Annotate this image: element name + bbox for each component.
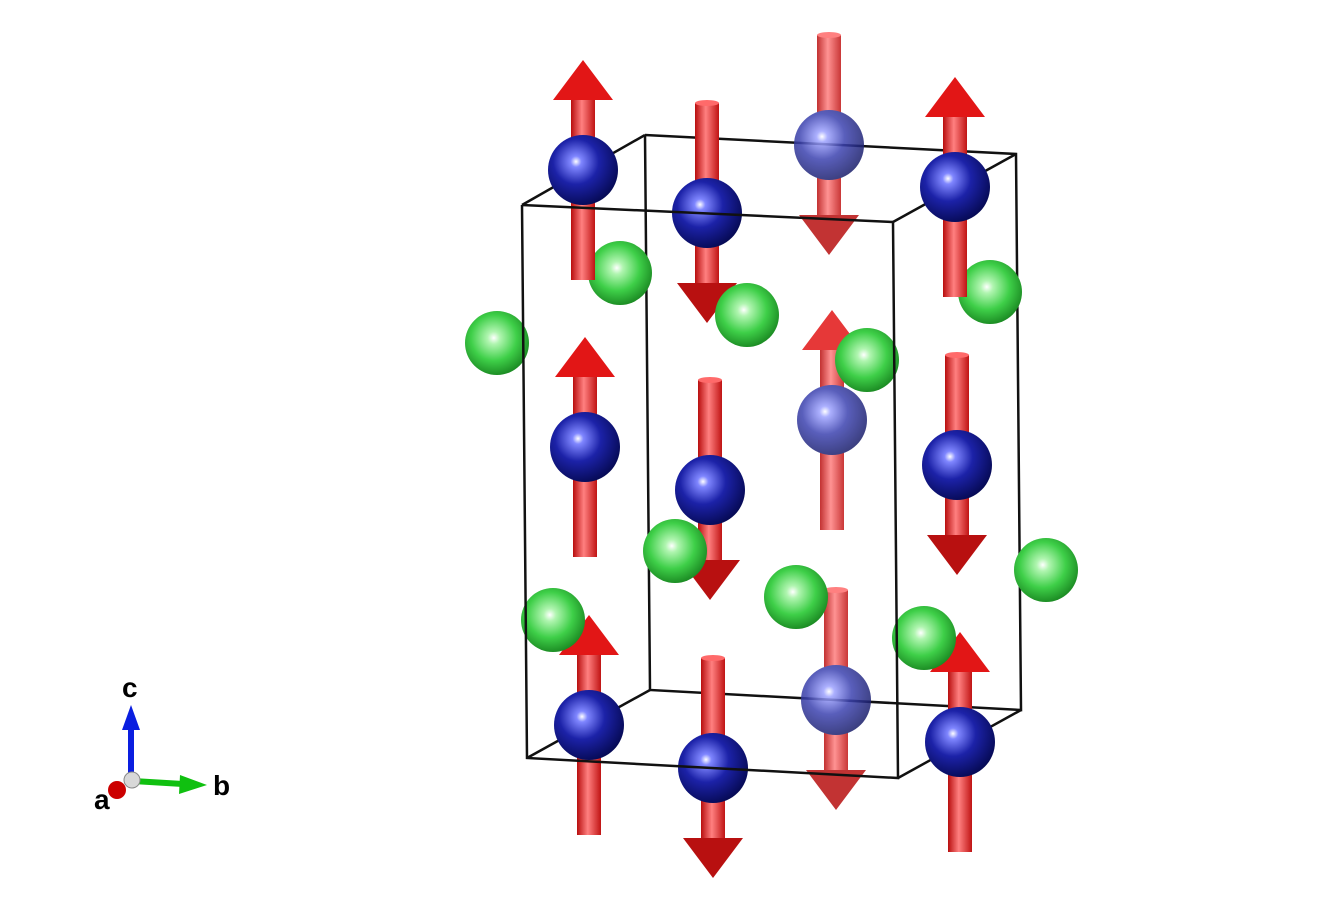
spin-up-arrow-icon (559, 615, 619, 655)
spin-up-arrow-icon (555, 337, 615, 377)
spin-up-arrow-icon (925, 77, 985, 117)
anion-atom[interactable] (715, 283, 779, 347)
c-axis-arrow-icon (122, 705, 140, 730)
spin-arrow-cap (698, 377, 722, 383)
magnetic-atom (548, 135, 618, 205)
spin-down-arrow-icon (927, 535, 987, 575)
anion-atom[interactable] (958, 260, 1022, 324)
magnetic-atom-with-spin[interactable] (801, 587, 871, 810)
b-axis-shaft (132, 778, 184, 787)
spin-arrow-cap (824, 587, 848, 593)
magnetic-atom (797, 385, 867, 455)
spin-down-arrow-icon (683, 838, 743, 878)
a-axis-label: a (94, 784, 110, 815)
magnetic-atom (925, 707, 995, 777)
spin-arrow-cap (695, 100, 719, 106)
anion-atom[interactable] (465, 311, 529, 375)
c-axis-label: c (122, 672, 138, 703)
anion-atom[interactable] (521, 588, 585, 652)
magnetic-atom-with-spin[interactable] (794, 32, 864, 255)
magnetic-atom-with-spin[interactable] (920, 77, 990, 297)
b-axis-label: b (213, 770, 230, 801)
spin-arrow-cap (817, 32, 841, 38)
a-axis-arrow-icon (108, 781, 126, 799)
unit-cell-front (520, 203, 900, 780)
origin-sphere (123, 771, 141, 789)
b-axis-arrow-icon (179, 775, 207, 794)
magnetic-atom-with-spin[interactable] (797, 310, 867, 530)
magnetic-atom (554, 690, 624, 760)
spin-arrow-cap (945, 352, 969, 358)
anion-atom[interactable] (764, 565, 828, 629)
magnetic-atom (675, 455, 745, 525)
magnetic-atom-with-spin[interactable] (922, 352, 992, 575)
anion-atom[interactable] (892, 606, 956, 670)
cell-front-face (520, 203, 900, 780)
spin-down-arrow-icon (806, 770, 866, 810)
magnetic-atom (801, 665, 871, 735)
spin-down-arrow-icon (799, 215, 859, 255)
magnetic-atom (794, 110, 864, 180)
axis-indicator: c b a (94, 672, 230, 815)
spin-up-arrow-icon (553, 60, 613, 100)
anion-atom[interactable] (835, 328, 899, 392)
magnetic-atom-with-spin[interactable] (554, 615, 624, 835)
magnetic-atom-with-spin[interactable] (548, 60, 618, 280)
magnetic-atom-with-spin[interactable] (550, 337, 620, 557)
magnetic-atom (550, 412, 620, 482)
anion-atom[interactable] (1014, 538, 1078, 602)
anion-atom[interactable] (643, 519, 707, 583)
magnetic-atom (920, 152, 990, 222)
magnetic-atom (922, 430, 992, 500)
spin-arrow-cap (701, 655, 725, 661)
spin-down-arrow-icon (677, 283, 737, 323)
anion-atom[interactable] (588, 241, 652, 305)
